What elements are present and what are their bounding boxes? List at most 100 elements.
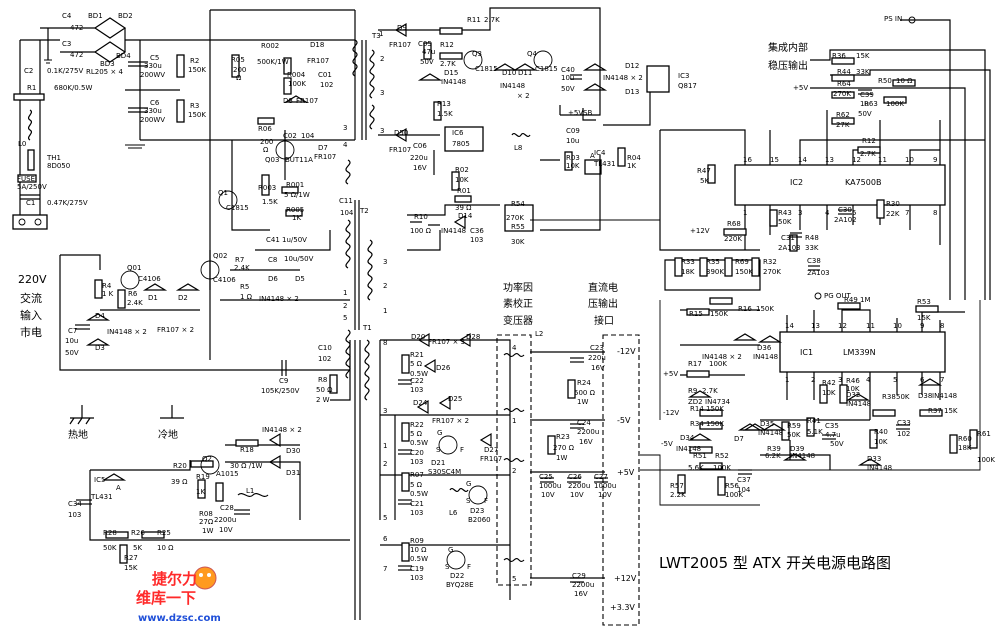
svg-text:R26: R26 (131, 529, 145, 537)
svg-text:BD2: BD2 (118, 12, 133, 20)
svg-text:R003: R003 (258, 184, 276, 192)
svg-text:7805: 7805 (452, 140, 470, 148)
svg-text:Q1: Q1 (218, 189, 228, 197)
svg-text:2200u: 2200u (214, 516, 236, 524)
svg-text:1u: 1u (860, 100, 869, 108)
svg-text:100K: 100K (709, 360, 727, 368)
svg-text:C28: C28 (220, 504, 234, 512)
svg-text:150K: 150K (756, 305, 774, 313)
svg-text:D8: D8 (283, 97, 293, 105)
svg-text:2.2K: 2.2K (670, 491, 686, 499)
svg-text:C1815: C1815 (475, 65, 498, 73)
svg-text:D2: D2 (178, 294, 188, 302)
svg-text:50K: 50K (103, 544, 117, 552)
aux-neg12v-label: -12V (663, 409, 679, 417)
svg-text:2.7K: 2.7K (860, 150, 876, 158)
svg-text:IN4148 × 2: IN4148 × 2 (262, 426, 302, 434)
svg-text:27K: 27K (836, 121, 850, 129)
cold-ground-label: 冷地 (158, 428, 178, 441)
svg-text:D38: D38 (918, 392, 932, 400)
svg-text:18K: 18K (681, 268, 695, 276)
svg-text:C1: C1 (26, 199, 35, 207)
svg-text:R55: R55 (511, 223, 525, 231)
svg-text:50V: 50V (65, 349, 79, 357)
ic3-ref: IC3 (678, 72, 689, 80)
svg-text:16V: 16V (413, 164, 427, 172)
svg-text:D30: D30 (286, 447, 300, 455)
svg-text:D24: D24 (413, 399, 428, 407)
svg-text:R02: R02 (455, 166, 469, 174)
svg-text:B2060: B2060 (468, 516, 491, 524)
svg-text:5 Ω: 5 Ω (410, 360, 423, 368)
out-pos3v3: +3.3V (610, 603, 635, 612)
svg-text:33K: 33K (805, 244, 819, 252)
svg-text:C10: C10 (318, 344, 332, 352)
svg-text:FUSE: FUSE (17, 175, 35, 183)
svg-text:270K: 270K (763, 268, 781, 276)
pwm-controller-ka7500b: IC2 KA7500B 16 15 14 13 12 11 10 9 1 2 3… (660, 110, 985, 277)
svg-text:0.5W: 0.5W (410, 370, 428, 378)
svg-text:C09: C09 (566, 127, 580, 135)
svg-text:3: 3 (383, 407, 387, 415)
svg-text:102: 102 (318, 355, 331, 363)
svg-text:472: 472 (70, 51, 83, 59)
svg-text:A: A (116, 484, 121, 492)
svg-text:S30SC4M: S30SC4M (428, 468, 461, 476)
svg-text:R68: R68 (727, 220, 741, 228)
out-neg5v: -5V (617, 416, 631, 425)
svg-text:150K: 150K (710, 310, 728, 318)
svg-text:104: 104 (340, 209, 354, 217)
ps-in-label: PS IN (884, 15, 902, 23)
svg-text:D12: D12 (625, 62, 639, 70)
ic3-part: Q817 (678, 82, 697, 90)
svg-text:R49 1M: R49 1M (844, 296, 871, 304)
svg-text:1: 1 (343, 289, 347, 297)
svg-text:R48: R48 (805, 234, 819, 242)
ic4-part: TL431 (593, 160, 616, 168)
svg-text:100K: 100K (886, 100, 904, 108)
svg-text:D15: D15 (444, 69, 458, 77)
svg-text:R22: R22 (410, 421, 424, 429)
svg-text:G: G (466, 480, 471, 488)
svg-text:R61: R61 (977, 430, 991, 438)
svg-text:15K: 15K (124, 564, 138, 572)
svg-text:47u: 47u (422, 48, 435, 56)
svg-text:R56: R56 (725, 482, 739, 490)
svg-text:Q01: Q01 (127, 264, 141, 272)
svg-text:2.4K: 2.4K (127, 299, 143, 307)
svg-text:R36: R36 (832, 52, 846, 60)
svg-text:R9: R9 (688, 387, 697, 395)
svg-text:IN4148: IN4148 (867, 464, 892, 472)
svg-text:2A102: 2A102 (834, 216, 857, 224)
svg-text:R01: R01 (457, 187, 471, 195)
svg-text:R7: R7 (235, 256, 244, 264)
watermark-brand: 维库一下 (136, 589, 196, 607)
svg-text:R08: R08 (199, 510, 213, 518)
svg-text:1 Ω: 1 Ω (240, 293, 253, 301)
svg-text:D25: D25 (448, 395, 462, 403)
svg-text:FR107: FR107 (314, 153, 336, 161)
svg-text:L0: L0 (18, 140, 26, 148)
svg-text:R69: R69 (735, 258, 749, 266)
svg-text:103: 103 (410, 574, 423, 582)
svg-text:200WV: 200WV (140, 71, 165, 79)
svg-text:330u: 330u (144, 62, 162, 70)
regulator-3v3: IN4148 × 2 R18 30 Ω /1W D30 D31 Q2 A1015… (68, 426, 350, 572)
svg-text:IC5: IC5 (94, 476, 105, 484)
ac-desc-line1: 交流 (20, 291, 42, 305)
svg-text:FR107: FR107 (389, 41, 411, 49)
svg-text:R24: R24 (577, 379, 591, 387)
watermark-logo-text: 捷尔力 (152, 570, 197, 588)
svg-text:680K/0.5W: 680K/0.5W (54, 84, 92, 92)
svg-text:BD4: BD4 (116, 52, 131, 60)
svg-text:D1: D1 (148, 294, 158, 302)
svg-text:270K: 270K (833, 90, 851, 98)
svg-text:IN4148 × 2: IN4148 × 2 (107, 328, 147, 336)
svg-text:15K: 15K (856, 52, 870, 60)
svg-text:8: 8 (940, 322, 944, 330)
svg-text:FR107 × 3: FR107 × 3 (428, 338, 465, 346)
svg-text:4: 4 (343, 141, 348, 149)
svg-text:S: S (445, 563, 450, 571)
svg-text:R42: R42 (822, 379, 836, 387)
